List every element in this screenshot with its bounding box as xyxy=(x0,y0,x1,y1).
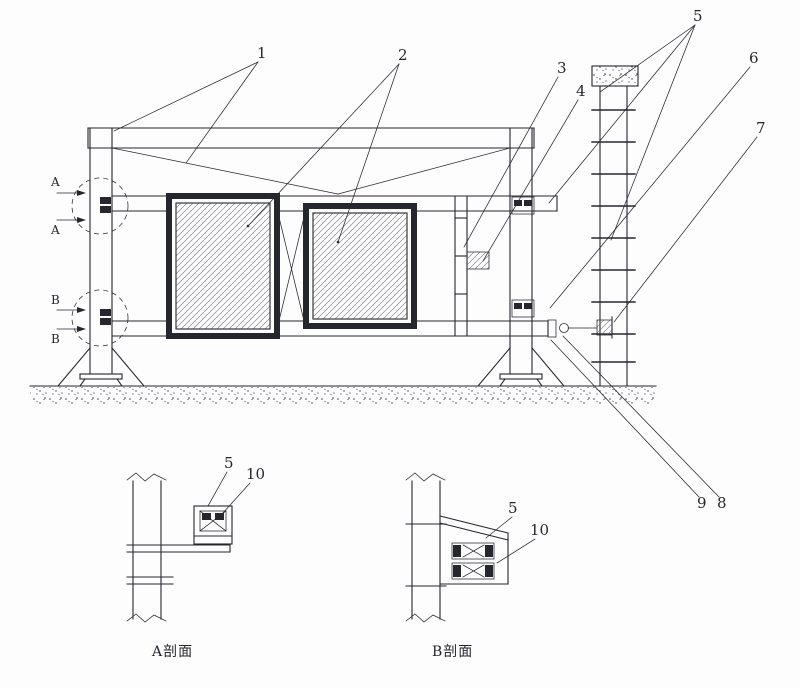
wall-post xyxy=(591,65,639,387)
bracket-4 xyxy=(466,251,490,270)
section-marker-b-bottom: B xyxy=(51,332,60,346)
hinge-detail-circle-b xyxy=(71,289,129,347)
hinge-detail-circle-a xyxy=(71,177,129,235)
callout-4: 4 xyxy=(576,82,586,100)
callout-7: 7 xyxy=(756,119,766,137)
callout-5: 5 xyxy=(693,7,703,25)
section-marker-a-bottom: A xyxy=(51,223,60,237)
gate-right-stile xyxy=(454,195,490,337)
detail-a-callout-10: 10 xyxy=(246,465,266,483)
detail-b-title: B剖面 xyxy=(432,644,474,660)
latch-assembly xyxy=(547,316,613,339)
callout-9: 9 xyxy=(697,494,707,512)
detail-b-callout-10: 10 xyxy=(530,521,550,539)
ground xyxy=(29,385,657,404)
section-cut-marks xyxy=(56,190,86,332)
detail-b-callout-5: 5 xyxy=(508,499,518,517)
callout-6: 6 xyxy=(749,49,759,67)
callout-2: 2 xyxy=(398,46,408,64)
gate-frame xyxy=(57,127,565,387)
detail-view-b xyxy=(405,472,536,623)
callout-8: 8 xyxy=(717,494,727,512)
gate-panels xyxy=(166,193,417,339)
detail-a-callout-5: 5 xyxy=(224,454,234,472)
leader-lines xyxy=(113,24,758,498)
right-post-hinges xyxy=(511,196,535,318)
detail-view-a xyxy=(126,471,251,623)
detail-a-title: A剖面 xyxy=(152,644,194,660)
section-marker-a-top: A xyxy=(51,175,60,189)
section-marker-b-top: B xyxy=(51,293,60,307)
callout-1: 1 xyxy=(257,44,267,62)
callout-3: 3 xyxy=(557,59,567,77)
